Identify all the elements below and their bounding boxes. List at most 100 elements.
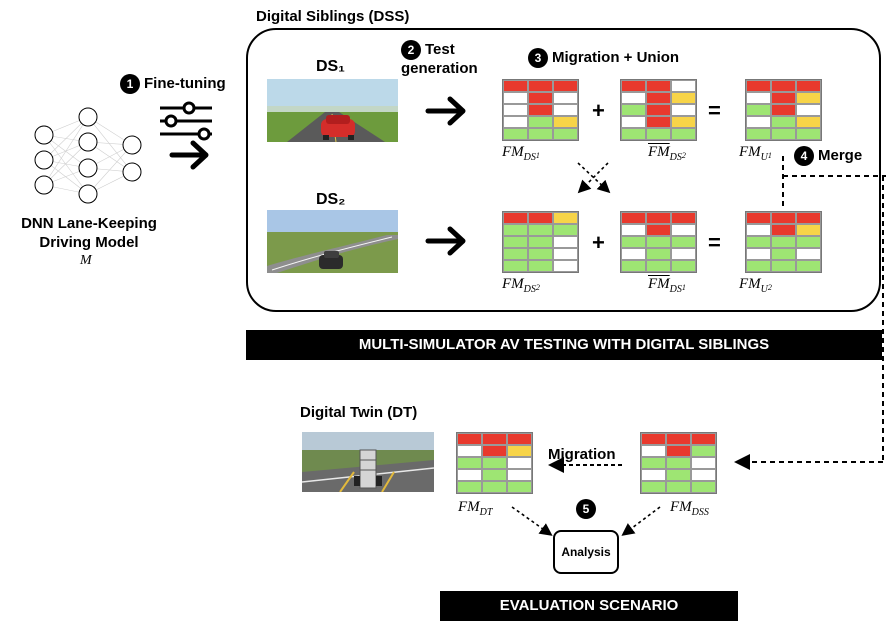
ds1-label: DS₁ [316,58,345,75]
fitness-map-cell [796,236,821,248]
test-gen-arrow-ds2 [425,226,466,256]
fitness-map-cell [482,433,507,445]
fm-dt-base: FM [458,499,480,515]
fitness-map-cell [771,260,796,272]
fitness-map-cell [671,260,696,272]
fitness-map-cell [528,236,553,248]
fitness-map-cell [771,212,796,224]
fitness-map-cell [528,128,553,140]
fitness-map-cell [507,457,532,469]
fitness-map-cell [507,445,532,457]
fm-dt-label: FMDT [458,499,492,518]
fitness-map-cell [746,128,771,140]
fitness-map-cell [621,224,646,236]
fitness-map-cell [553,80,578,92]
fm-u2-subsub: 2 [767,283,772,292]
fitness-map-cell [746,104,771,116]
fitness-map-cell [528,248,553,260]
fitness-map-cell [503,236,528,248]
fm-u2-sub: U [760,284,768,295]
fitness-map-cell [646,128,671,140]
step-3-badge: 3 [528,48,548,68]
dss-title: Digital Siblings (DSS) [256,8,410,25]
migration-label: Migration [548,446,616,463]
fitness-map-cell [771,80,796,92]
ds2-simulator-image [267,210,398,273]
fitness-map-cell [621,248,646,260]
fitness-map-cell [641,445,666,457]
fitness-map-cell [796,104,821,116]
fm-ds1-sub: DS [523,152,536,163]
fm-dss-label: FMDSS [670,499,709,518]
fitness-map-cell [671,212,696,224]
fitness-map-cell [503,260,528,272]
fitness-map-cell [482,481,507,493]
fitness-map-cell [691,469,716,481]
fitness-map-cell [507,433,532,445]
fitness-map-cell [646,236,671,248]
fm-dt-sub: DT [479,507,493,518]
fitness-map-cell [646,224,671,236]
fitness-map-cell [646,80,671,92]
fitness-map-cell [553,116,578,128]
fitness-map-cell [503,104,528,116]
fm-ds1-migrated-base: FM [648,276,670,292]
fitness-map-cell [671,116,696,128]
fitness-map-cell [691,445,716,457]
fitness-map-cell [553,128,578,140]
fitness-map-cell [746,224,771,236]
evaluation-banner: EVALUATION SCENARIO [440,591,738,621]
fitness-map-cell [457,433,482,445]
fm-dss-sub: DSS [691,507,709,518]
fitness-map-cell [553,224,578,236]
fitness-map-cell [746,212,771,224]
model-symbol: M [80,253,92,268]
ds2-label: DS₂ [316,191,346,208]
migration-cross-arrows [577,162,611,194]
fm-ds2-migrated-grid [620,79,697,141]
ds1-simulator-image [267,79,398,142]
fitness-map-cell [641,457,666,469]
fitness-map-cell [503,224,528,236]
step-1-text: Fine-tuning [144,74,226,92]
fitness-map-cell [641,481,666,493]
fitness-map-cell [457,445,482,457]
fitness-map-cell [621,128,646,140]
fm-ds1-base: FM [502,144,524,160]
fitness-map-cell [746,248,771,260]
nn-nodes [34,107,142,204]
fitness-map-cell [646,92,671,104]
fitness-map-cell [666,457,691,469]
fitness-map-cell [641,469,666,481]
fm-ds1-migrated-sub: DS [669,284,682,295]
fitness-map-cell [796,260,821,272]
fm-ds2-migrated-subsub: 2 [681,151,686,160]
fitness-map-cell [503,248,528,260]
fitness-map-cell [553,92,578,104]
equals-operator-2: = [708,230,721,255]
fm-u1-sub: U [760,152,768,163]
fitness-map-cell [553,248,578,260]
fitness-map-cell [528,260,553,272]
fm-u1-label: FMU1 [739,144,772,163]
fm-ds1-subsub: 1 [535,151,540,160]
step-5-label: 5 [576,499,600,519]
fitness-map-cell [691,457,716,469]
fm-u1-grid [745,79,822,141]
fitness-map-cell [457,457,482,469]
fitness-map-cell [796,248,821,260]
fitness-map-cell [503,212,528,224]
fitness-map-cell [796,212,821,224]
step-2-text-line1: Test [425,40,455,58]
fm-ds1-grid [502,79,579,141]
dss-to-analysis-arrow [621,506,661,536]
fitness-map-cell [691,481,716,493]
fitness-map-cell [507,469,532,481]
fitness-map-cell [621,212,646,224]
fitness-map-cell [457,481,482,493]
fitness-map-cell [621,92,646,104]
fitness-map-cell [771,248,796,260]
fitness-map-cell [671,92,696,104]
